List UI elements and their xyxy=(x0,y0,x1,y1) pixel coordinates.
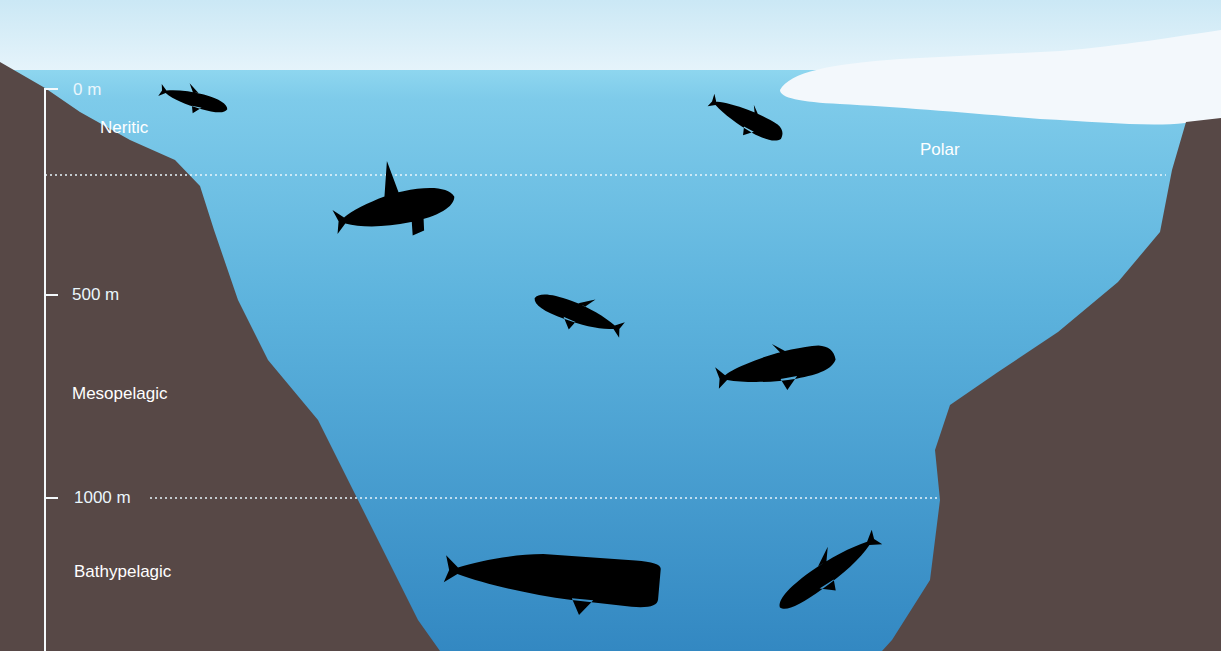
axis-tick xyxy=(45,88,58,90)
whale-silhouette xyxy=(703,86,789,152)
whale-silhouette xyxy=(713,334,840,402)
zone-boundary xyxy=(150,497,940,499)
zone-name: Polar xyxy=(920,140,960,160)
zone-boundary xyxy=(45,174,1166,176)
whale-silhouette xyxy=(325,149,461,251)
depth-axis xyxy=(44,88,46,651)
axis-tick xyxy=(45,294,58,296)
whale-silhouette xyxy=(156,76,231,122)
whale-silhouette xyxy=(442,544,661,622)
zone-name: Bathypelagic xyxy=(74,562,171,582)
whale-silhouette xyxy=(529,280,629,347)
axis-tick xyxy=(45,497,58,499)
depth-tick-label: 1000 m xyxy=(74,488,131,508)
zone-name: Mesopelagic xyxy=(72,384,167,404)
depth-tick-label: 500 m xyxy=(72,285,119,305)
whale-silhouette xyxy=(768,520,889,623)
seafloor-right xyxy=(882,118,1221,651)
seafloor-left xyxy=(0,62,440,651)
depth-tick-label: 0 m xyxy=(73,80,101,100)
ice-shelf xyxy=(780,30,1221,124)
zone-name: Neritic xyxy=(100,118,148,138)
